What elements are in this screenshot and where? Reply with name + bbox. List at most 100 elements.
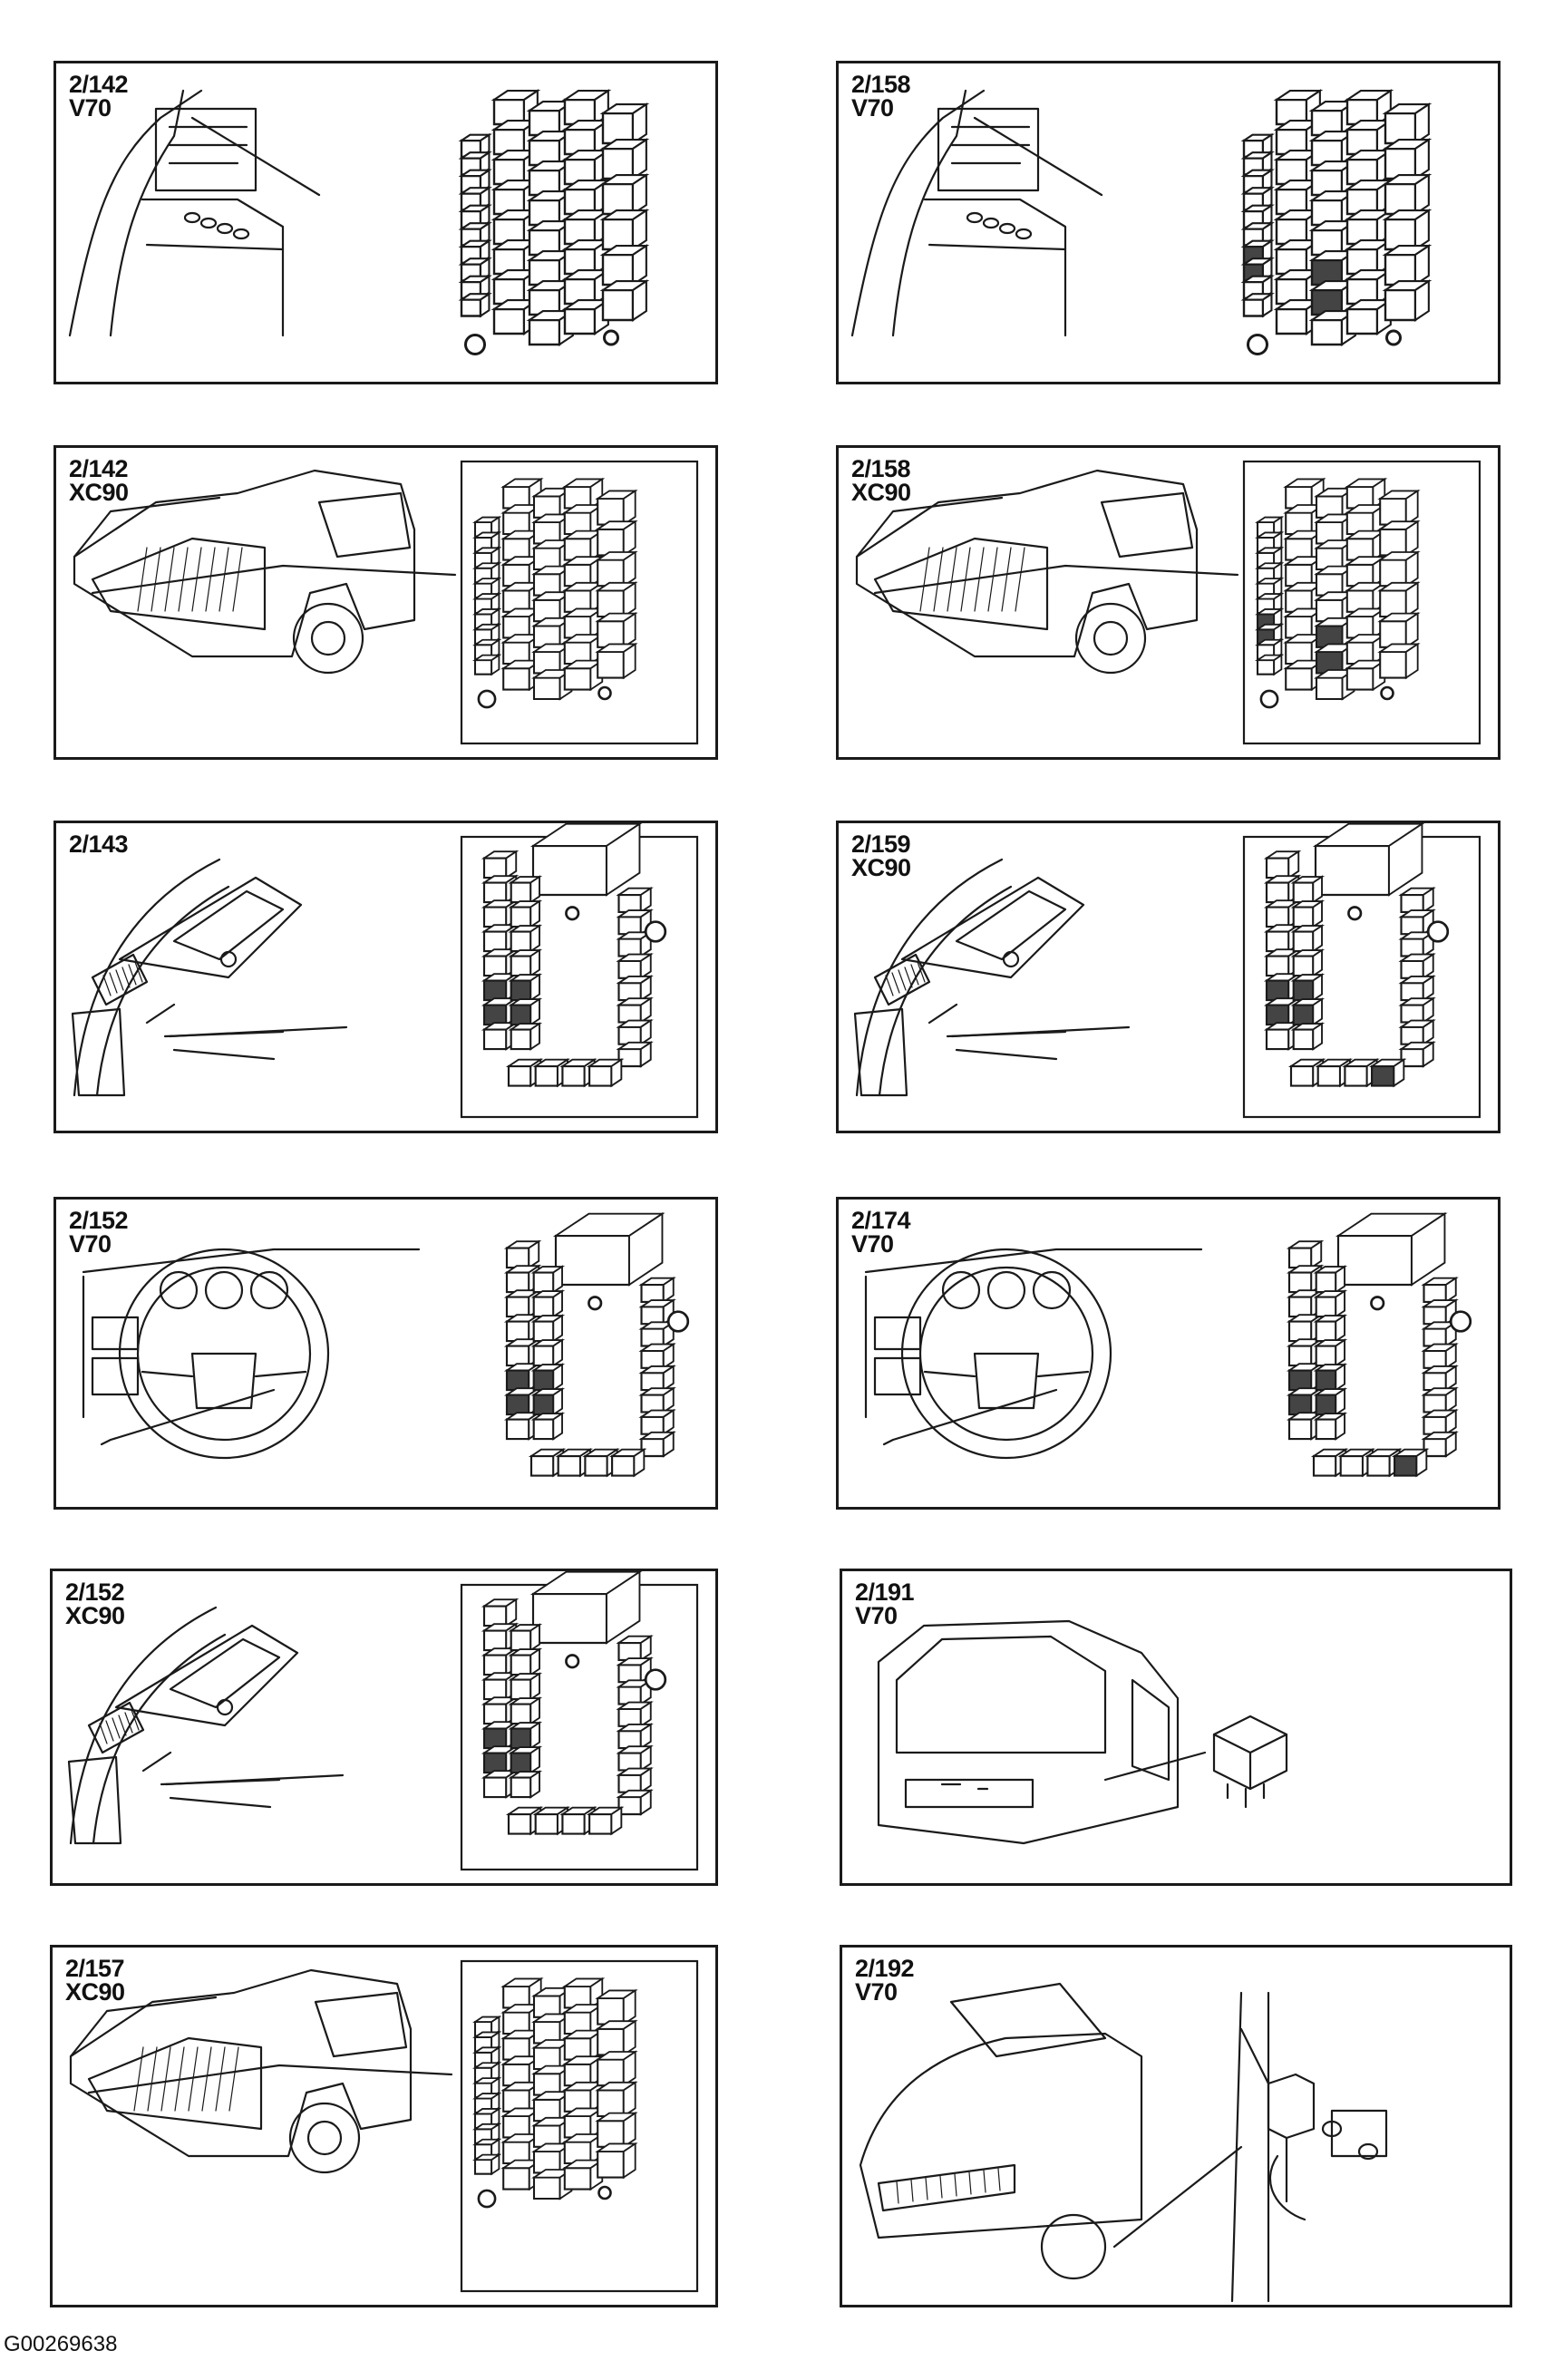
- vent-box: [873, 1316, 922, 1351]
- vent-slat: [102, 975, 112, 996]
- rear-pillar-line: [68, 89, 203, 337]
- relay-harness: [1268, 2136, 1306, 2221]
- cargo-panel-outline: [154, 107, 257, 192]
- diagram-panel: 2/158 XC90: [836, 445, 1501, 760]
- door-edge-line: [878, 885, 1013, 1097]
- grille-bar: [997, 2168, 1001, 2191]
- component-location-illustration: [73, 460, 699, 745]
- instrument-cluster: [169, 1637, 281, 1709]
- cargo-net-line: [974, 547, 985, 612]
- a-pillar-line: [73, 858, 221, 1097]
- engine-bay-bracket: [1330, 2109, 1388, 2158]
- component-location-illustration: [855, 460, 1481, 745]
- panel-ref: 2/143: [69, 831, 129, 858]
- single-relay: [1212, 1715, 1288, 1809]
- steering-wheel-rim: [900, 1248, 1112, 1460]
- panel-ref: 2/142: [69, 71, 129, 98]
- gauge-dial: [941, 1270, 981, 1310]
- cargo-net-line: [919, 547, 930, 612]
- grille-bar: [939, 2175, 943, 2199]
- steering-wheel-drawing: [82, 1248, 421, 1460]
- panel-label: 2/159 XC90: [851, 831, 911, 880]
- vent-slat: [124, 1712, 133, 1734]
- cargo-net-line: [232, 547, 243, 612]
- cargo-panel-outline: [937, 107, 1040, 192]
- floor-hole: [183, 211, 201, 224]
- panel-label: 2/174 V70: [851, 1209, 911, 1257]
- cargo-net-line: [188, 2046, 199, 2112]
- a-pillar-line: [855, 858, 1004, 1097]
- light-switch-panel: [91, 1356, 140, 1396]
- steering-wheel-inner: [136, 1266, 312, 1442]
- body-line: [891, 89, 967, 337]
- panel-label: 2/143: [69, 831, 129, 858]
- airbag-hub: [190, 1352, 257, 1410]
- cargo-net-line: [219, 547, 229, 612]
- leader-line: [1103, 1751, 1207, 1782]
- gauge-dial: [986, 1270, 1026, 1310]
- panel-ref: 2/157: [65, 1955, 125, 1982]
- body-line: [109, 89, 185, 337]
- grille-bar: [954, 2173, 957, 2197]
- mount-hole: [1357, 2142, 1379, 2161]
- panel-model: V70: [851, 94, 894, 121]
- diagram-panel: 2/159 XC90: [836, 821, 1501, 1133]
- relay-body: [1267, 2073, 1316, 2140]
- diagram-panel: 2/152 XC90: [50, 1569, 718, 1886]
- a-pillar-line: [69, 1606, 218, 1845]
- steering-wheel-rim: [118, 1248, 330, 1460]
- xc90-body-outline: [69, 1968, 413, 2158]
- panel-ref: 2/191: [855, 1579, 915, 1606]
- instrument-panel: [114, 1624, 299, 1727]
- diagram-panel: 2/152 V70: [53, 1197, 718, 1510]
- floor-hole: [232, 228, 250, 240]
- floor-hole: [199, 217, 218, 229]
- leader-line: [168, 1025, 348, 1038]
- component-location-illustration: [853, 823, 1481, 1119]
- front-grille: [877, 2163, 1016, 2212]
- panel-label: 2/157 XC90: [65, 1955, 125, 2005]
- instrument-cluster: [172, 889, 285, 961]
- diagram-panel: 2/192 V70: [840, 1945, 1512, 2307]
- v70-front-drawing: [859, 1982, 1388, 2303]
- vent-slat: [99, 1723, 108, 1744]
- side-mirror-housing: [67, 1755, 122, 1845]
- rear-wheel: [1074, 602, 1147, 675]
- cargo-net-line: [191, 547, 202, 612]
- fuse-block: [1240, 89, 1433, 355]
- fuse-block: [458, 89, 650, 355]
- cargo-floor-line: [141, 198, 285, 337]
- rear-wheel: [292, 602, 364, 675]
- leader-line: [100, 1388, 276, 1446]
- relay-edges: [1212, 1733, 1288, 1791]
- cargo-floor-line: [923, 198, 1067, 337]
- vent-slat: [910, 964, 919, 986]
- cargo-net-line: [933, 547, 944, 612]
- component-location-illustration: [69, 1959, 699, 2293]
- component-location-illustration: [68, 89, 650, 355]
- badge-marks: [940, 1783, 989, 1791]
- relay-block: [481, 1571, 667, 1836]
- steering-wheel-drawing: [864, 1248, 1203, 1460]
- open-tailgate-line: [855, 496, 1004, 559]
- panel-ref: 2/159: [851, 831, 911, 858]
- leader-line: [164, 1773, 345, 1786]
- fastener: [216, 1698, 234, 1716]
- panel-model: XC90: [65, 1602, 125, 1629]
- panel-model: V70: [69, 1230, 112, 1258]
- gauge-dial: [204, 1270, 244, 1310]
- panel-ref: 2/192: [855, 1955, 915, 1982]
- panel-detail-lines: [950, 125, 1031, 165]
- instrument-panel: [118, 876, 303, 979]
- dashboard-left-drawing: [853, 858, 1131, 1097]
- diagram-panel: 2/191 V70: [840, 1569, 1512, 1886]
- grille-bar: [896, 2181, 899, 2204]
- dashboard-left-drawing: [71, 858, 348, 1097]
- figure-id: G00269638: [4, 2332, 118, 2356]
- leader-line: [882, 1388, 1058, 1446]
- v70-cargo-area-drawing: [68, 89, 321, 337]
- rear-side-window: [314, 1991, 408, 2058]
- vent-slat: [891, 972, 900, 994]
- cargo-net-line: [1015, 547, 1025, 612]
- diagram-panel: 2/142 V70: [53, 61, 718, 384]
